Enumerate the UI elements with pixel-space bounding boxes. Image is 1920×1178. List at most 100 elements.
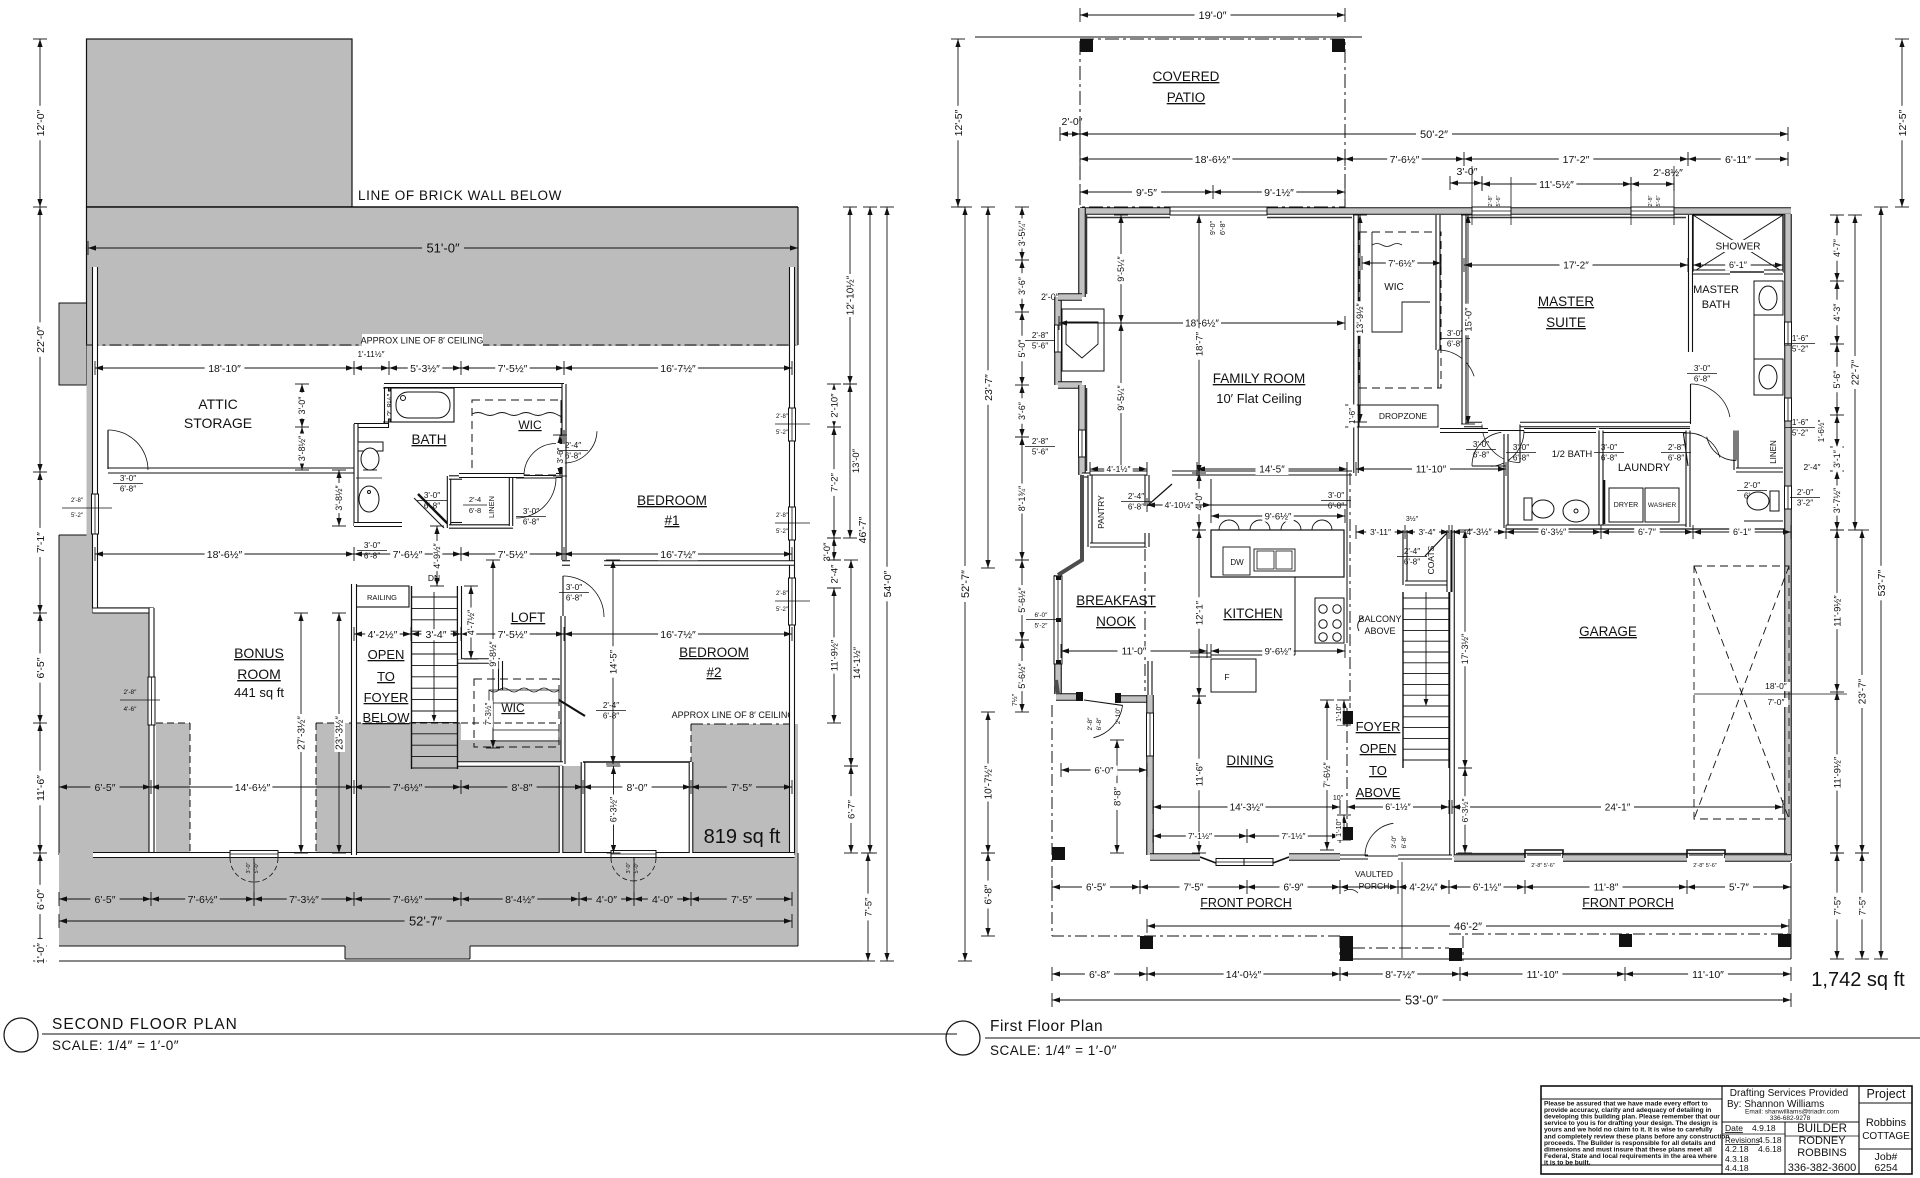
svg-text:#2: #2 [706,665,721,680]
svg-text:2'-4″: 2'-4″ [565,441,581,450]
svg-text:2'-8″: 2'-8″ [71,498,84,504]
svg-text:4.9.18: 4.9.18 [1752,1123,1776,1133]
svg-text:3'-5¼″: 3'-5¼″ [1017,220,1027,246]
svg-text:6'-0″: 6'-0″ [35,889,47,910]
svg-text:6'-8″: 6'-8″ [1401,835,1408,849]
svg-text:Email: shanwilliams@triadrr.co: Email: shanwilliams@triadrr.com [1745,1109,1839,1116]
svg-text:MASTER: MASTER [1693,284,1739,296]
svg-text:6'-11″: 6'-11″ [1725,154,1751,166]
svg-text:12'-0″: 12'-0″ [35,109,47,136]
svg-text:PANTRY: PANTRY [1096,495,1106,529]
svg-text:7'-6½″: 7'-6½″ [393,782,423,794]
svg-text:4'-10½″: 4'-10½″ [1165,500,1194,510]
svg-text:3'-0″: 3'-0″ [566,583,582,592]
svg-text:18'-10″: 18'-10″ [208,363,241,375]
svg-text:2'-8″: 2'-8″ [776,591,789,597]
svg-text:Please be assured that we have: Please be assured that we have made ever… [1544,1101,1708,1108]
svg-text:5'-6″: 5'-6″ [1032,342,1048,351]
svg-text:441 sq ft: 441 sq ft [234,685,284,700]
svg-text:14'-3½″: 14'-3½″ [1230,803,1264,814]
svg-text:14'-0½″: 14'-0½″ [1226,969,1262,981]
svg-text:MASTER: MASTER [1538,294,1595,309]
svg-text:4.6.18: 4.6.18 [1758,1144,1782,1154]
svg-text:ROBBINS: ROBBINS [1797,1147,1847,1159]
svg-text:4'-0″: 4'-0″ [1194,492,1204,511]
svg-text:TO: TO [1369,763,1387,778]
svg-text:52'-7″: 52'-7″ [960,570,972,598]
svg-text:First Floor Plan: First Floor Plan [990,1018,1103,1035]
svg-text:11'-9½″: 11'-9½″ [829,639,840,671]
svg-text:13'-0″: 13'-0″ [851,448,862,473]
svg-text:1'-11½″: 1'-11½″ [357,350,384,359]
svg-text:BONUS: BONUS [234,645,284,661]
svg-text:dimensions and must insure tha: dimensions and must insure that these pl… [1544,1146,1712,1153]
svg-text:2'-8″: 2'-8″ [1648,195,1654,206]
svg-text:8'-8″: 8'-8″ [512,782,533,794]
svg-text:51'-0″: 51'-0″ [426,241,460,256]
svg-text:LINEN: LINEN [1769,440,1778,464]
svg-text:6'-1″: 6'-1″ [1733,527,1752,537]
svg-text:6'-8″: 6'-8″ [1513,454,1529,463]
svg-text:LAUNDRY: LAUNDRY [1618,462,1671,474]
svg-text:5'-7″: 5'-7″ [1729,883,1749,894]
svg-text:8'-7½″: 8'-7½″ [1385,969,1415,981]
svg-text:6'-8″: 6'-8″ [566,594,582,603]
svg-text:4.3.18: 4.3.18 [1725,1154,1749,1164]
svg-text:6′-8: 6′-8 [469,506,481,515]
svg-text:5'-2″: 5'-2″ [1035,623,1049,630]
svg-text:7'-1½″: 7'-1½″ [1188,831,1212,841]
svg-text:12'-10½″: 12'-10½″ [846,275,857,315]
svg-text:OPEN: OPEN [368,647,405,662]
svg-text:7'-6½″: 7'-6½″ [1388,258,1415,269]
svg-text:1,742 sq ft: 1,742 sq ft [1811,969,1905,991]
svg-text:11'-0″: 11'-0″ [1122,647,1147,658]
svg-text:9'-5″: 9'-5″ [1136,187,1157,199]
svg-text:12'-1″: 12'-1″ [1194,600,1205,625]
svg-text:7'-3½″: 7'-3½″ [484,703,493,726]
svg-text:2'-0″: 2'-0″ [1797,488,1813,497]
svg-text:19'-0″: 19'-0″ [1198,10,1226,22]
svg-text:7'-3½″: 7'-3½″ [289,894,319,906]
svg-text:2'-10″: 2'-10″ [829,393,840,418]
svg-text:5'-6½″: 5'-6½″ [1017,586,1027,612]
svg-text:4'-2¼″: 4'-2¼″ [1409,882,1438,894]
svg-text:18'-6½″: 18'-6½″ [1185,319,1219,330]
svg-text:BEDROOM: BEDROOM [637,493,707,508]
svg-text:2'-8″: 2'-8″ [1488,195,1494,206]
svg-text:Date: Date [1725,1123,1743,1133]
svg-text:7'-6½″: 7'-6½″ [393,894,423,906]
svg-text:7'-5½″: 7'-5½″ [498,363,528,375]
svg-text:3'-7½″: 3'-7½″ [1832,487,1842,513]
svg-text:6'-8″: 6'-8″ [424,502,440,511]
svg-text:4'-1½″: 4'-1½″ [1106,464,1130,474]
svg-text:2'-8″: 2'-8″ [1032,437,1048,446]
svg-text:8'-0″: 8'-0″ [627,782,648,794]
svg-text:22'-0″: 22'-0″ [35,326,47,353]
svg-text:3'-0″: 3'-0″ [1473,440,1489,449]
svg-text:LINE OF BRICK WALL BELOW: LINE OF BRICK WALL BELOW [358,188,562,203]
svg-text:1/2 BATH: 1/2 BATH [1552,449,1593,460]
svg-text:4'-2½″: 4'-2½″ [368,629,398,641]
svg-text:Project: Project [1867,1087,1906,1101]
svg-text:819 sq ft: 819 sq ft [704,826,781,848]
svg-text:5'-2″: 5'-2″ [1792,345,1808,354]
svg-text:Revisions: Revisions [1725,1136,1760,1145]
svg-text:17'-3½″: 17'-3½″ [1460,633,1470,664]
svg-text:1'-6½″: 1'-6½″ [1817,420,1826,443]
svg-text:10″: 10″ [1333,795,1344,802]
svg-text:5'-6″: 5'-6″ [1656,195,1662,206]
svg-text:2'-8″: 2'-8″ [124,689,138,696]
svg-text:4'-7″: 4'-7″ [1832,238,1842,257]
svg-text:6'-8″: 6'-8″ [1668,454,1684,463]
svg-text:PORCH: PORCH [1359,881,1390,891]
svg-text:2'-10″: 2'-10″ [1115,707,1122,724]
svg-text:5'-2″: 5'-2″ [776,430,789,436]
svg-text:provide accuracy, clarity and: provide accuracy, clarity and adequacy o… [1544,1107,1711,1114]
svg-text:5'-6″: 5'-6″ [1496,195,1502,206]
svg-text:4'-3½″: 4'-3½″ [1466,527,1492,537]
svg-text:6'-8″: 6'-8″ [565,452,581,461]
svg-text:3'-0″: 3'-0″ [120,474,136,483]
svg-text:service to you is for drafting: service to you is for drafting your desi… [1544,1120,1718,1127]
svg-text:2′-4: 2′-4 [469,495,481,504]
svg-text:7'-2″: 7'-2″ [829,472,840,492]
